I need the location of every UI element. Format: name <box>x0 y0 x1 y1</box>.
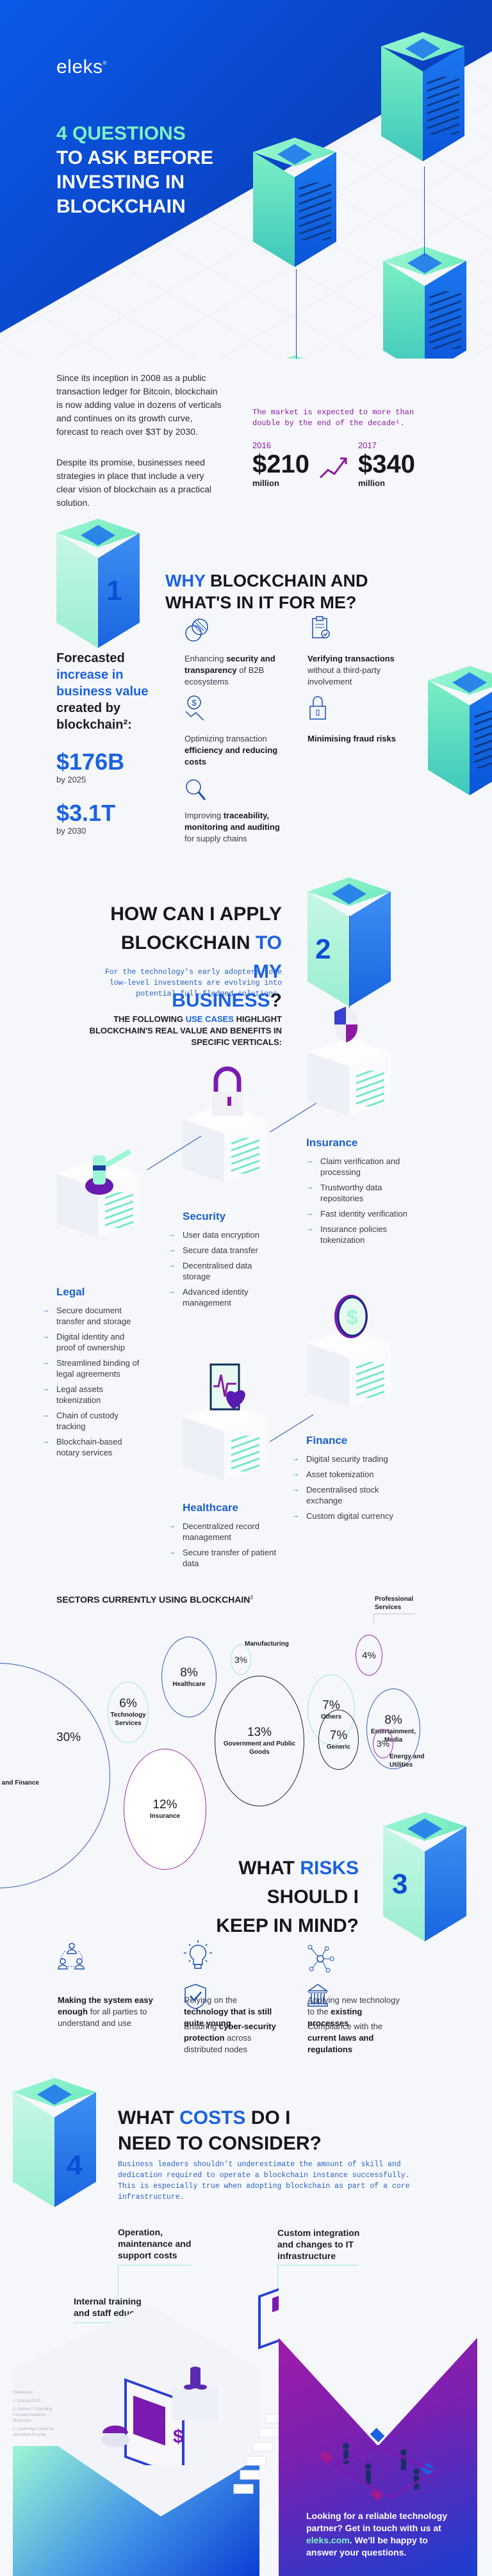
blockchain-block-icon <box>253 355 336 359</box>
use-cases-lead: THE FOLLOWING USE CASES HIGHLIGHT BLOCKC… <box>89 1014 282 1047</box>
stat-2016: 2016 $210 million <box>252 441 309 488</box>
shield-illustration-icon <box>334 1007 357 1042</box>
chain-link-line <box>296 269 297 359</box>
blockchain-block-icon <box>428 666 492 800</box>
label-manufacturing: Manufacturing <box>245 1640 289 1648</box>
feature-fraud: Minimising fraud risks <box>308 734 396 743</box>
blockchain-block-icon <box>253 138 336 272</box>
people-network-icon <box>58 1943 85 1970</box>
svg-text:$: $ <box>347 1306 358 1329</box>
section-4-title: WHAT COSTS DO I NEED TO CONSIDER? <box>118 2107 322 2154</box>
trend-up-arrow-icon <box>319 457 347 479</box>
banking-pct: 30% <box>56 1731 81 1744</box>
section-2-block-icon: 2 <box>308 877 391 1012</box>
lightbulb-icon <box>184 1940 212 1969</box>
gavel-illustration-icon <box>85 1149 132 1195</box>
stat-2017: 2017 $340 million <box>358 441 415 488</box>
forecast-2025: $176B by 2025 <box>56 749 125 785</box>
label-energy-utilities: Energy and Utilities <box>390 1753 425 1769</box>
bubble-banking-finance: 30%Banking and Finance <box>0 1663 110 1888</box>
vertical-insurance: Insurance Claim verification and process… <box>306 1137 415 1250</box>
feature-verifying: Verifying transactions without a third-p… <box>308 654 395 686</box>
bubble-government: 13%Government and Public Goods <box>215 1676 304 1806</box>
blockchain-block-icon <box>381 32 464 166</box>
svg-text:$: $ <box>192 698 197 708</box>
dashboard-presentation-illustration-icon: $ <box>101 2378 184 2465</box>
government-building-icon <box>308 1984 328 2007</box>
section-3-title: WHAT RISKS SHOULD I KEEP IN MIND? <box>216 1858 359 1936</box>
coin-illustration-icon: $ <box>334 1295 368 1338</box>
node-network-icon <box>308 1945 334 1973</box>
team-office-illustration-icon <box>318 2427 438 2501</box>
sectors-title: SECTORS CURRENTLY USING BLOCKCHAIN3 <box>56 1594 253 1605</box>
risk-compliance: Compliance with the current laws and reg… <box>308 2021 383 2054</box>
vertical-healthcare: Healthcare Decentralized record manageme… <box>168 1502 277 1573</box>
chain-link-line <box>424 166 425 256</box>
hero-section: eleks® 4 QUESTIONS TO ASK BEFORE INVESTI… <box>0 0 492 359</box>
bubble-energy-utilities: 3% <box>373 1729 393 1758</box>
risk-existing-processes: Applying new technology to the existing … <box>308 1995 400 2028</box>
leader-line <box>118 2265 192 2354</box>
bubble-insurance: 12%Insurance <box>124 1749 206 1870</box>
intro-paragraph-1: Since its inception in 2008 as a public … <box>56 373 222 437</box>
dollar-down-icon: $ <box>185 695 204 720</box>
padlock-icon <box>309 696 326 720</box>
intro-paragraph-2: Despite its promise, businesses need str… <box>56 457 212 508</box>
cta-text: Looking for a reliable technology partne… <box>306 2511 448 2557</box>
vertical-security: Security User data encryption Secure dat… <box>168 1210 277 1313</box>
shield-check-icon <box>184 1984 206 2009</box>
magnifier-icon <box>186 779 206 800</box>
bubble-healthcare: 8%Healthcare <box>161 1637 217 1717</box>
section-1-block-icon: 1 <box>56 519 140 653</box>
leader-line <box>277 2265 359 2290</box>
section-4-note: Business leaders shouldn't underestimate… <box>118 2160 410 2201</box>
chain-link-line <box>349 916 350 1063</box>
page-title: 4 QUESTIONS TO ASK BEFORE INVESTING IN B… <box>56 123 214 217</box>
forecast-heading: Forecasted increase in business value cr… <box>56 651 149 732</box>
coin-stack-illustration-icon <box>172 2367 217 2420</box>
heart-monitor-illustration-icon <box>209 1363 245 1411</box>
healthcare-block-illustration <box>183 1402 266 1486</box>
risk-cyber-security: Ensuring cyber-security protection acros… <box>184 2021 276 2054</box>
eleks-logo[interactable]: eleks® <box>56 56 107 77</box>
insurance-block-illustration <box>308 1037 391 1121</box>
feature-efficiency: Optimizing transaction efficiency and re… <box>184 734 278 766</box>
cost-integration: Custom integration and changes to IT inf… <box>277 2228 360 2261</box>
bubble-professional-services: 4% <box>356 1635 382 1676</box>
bubble-generic: 7%Generic <box>318 1710 359 1770</box>
staircase-illustration-icon <box>233 2413 285 2494</box>
vertical-legal: Legal Secure document transfer and stora… <box>42 1286 145 1462</box>
section-3-block-icon: 3 <box>383 1812 466 1947</box>
clipboard-check-icon <box>312 616 330 638</box>
references: References: 1. Statista 2018 2. Gartner … <box>13 2391 54 2437</box>
feature-traceability: Improving traceability, monitoring and a… <box>184 811 280 843</box>
feature-security: Enhancing security and transparency of B… <box>184 654 275 686</box>
padlock-illustration-icon <box>212 1066 243 1116</box>
leader-line <box>373 1614 415 1624</box>
section-4-block-icon: 4 <box>13 2078 96 2212</box>
bubble-manufacturing: 3% <box>231 1644 251 1675</box>
market-note: The market is expected to more than doub… <box>252 408 414 428</box>
finance-block-illustration <box>308 1329 391 1412</box>
label-professional-services: Professional Services <box>375 1596 414 1611</box>
svg-text:$: $ <box>173 2426 184 2447</box>
venn-circles-icon <box>185 619 208 642</box>
security-block-illustration <box>183 1105 266 1188</box>
section-2-note: For the technology's early adopters some… <box>104 968 282 998</box>
eleks-website-link[interactable]: eleks.com <box>306 2535 350 2545</box>
section-2-title: HOW CAN I APPLY BLOCKCHAIN TO MY BUSINES… <box>110 903 282 1011</box>
risk-easy-system: Making the system easy enough for all pa… <box>58 1995 153 2028</box>
blockchain-block-icon <box>383 247 466 359</box>
bubble-technology-services: 6%Technology Services <box>108 1681 149 1743</box>
vertical-finance: Finance Digital security trading Asset t… <box>292 1434 401 1526</box>
bubble-entertainment-media: 8%Entertainment, Media <box>366 1689 420 1769</box>
cost-operation: Operation, maintenance and support costs <box>118 2227 192 2260</box>
forecast-2030: $3.1T by 2030 <box>56 800 116 836</box>
